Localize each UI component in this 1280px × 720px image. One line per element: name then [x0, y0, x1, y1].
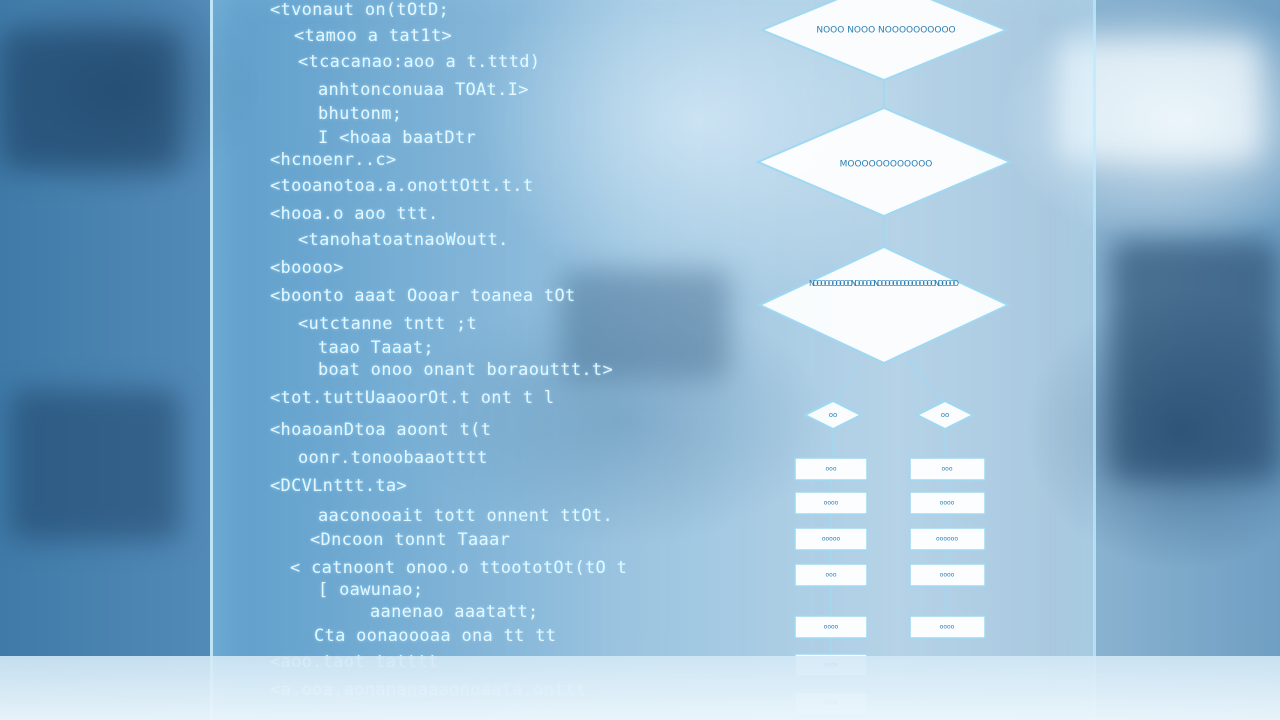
code-line: Cta oonaoooaa ona tt tt	[314, 626, 557, 646]
flowchart-label: oooo	[940, 572, 955, 579]
code-line: < catnoont onoo.o ttoototOt(tO t	[290, 558, 628, 578]
flowchart-label: oo	[829, 411, 838, 419]
code-line: <tamoo a tat1t>	[294, 26, 453, 46]
code-line: <hoaoanDtoa aoont t(t	[270, 420, 492, 440]
flowchart-label: ooooo	[822, 536, 841, 543]
code-line: <tooanotoa.a.onottOtt.t.t	[270, 176, 534, 196]
code-line: aaconooait tott onnent ttOt.	[318, 506, 613, 526]
background-cabinet-dark	[10, 390, 180, 540]
connector-line	[832, 359, 861, 406]
code-line: <boonto aaat Oooar toanea tOt	[270, 286, 576, 306]
background-desk-dark	[1110, 240, 1280, 480]
flowchart-label: oooo	[940, 624, 955, 631]
flowchart-label: ooo	[825, 572, 836, 579]
flowchart-label: ooo	[941, 466, 952, 473]
flowchart-label: oooooo	[936, 536, 958, 543]
flowchart-label: oooo	[824, 624, 839, 631]
decision-diamond-2	[755, 106, 1013, 218]
glass-panel	[210, 0, 1096, 720]
code-line: <tvonaut on(tOtD;	[270, 0, 450, 20]
small-decision-left	[802, 399, 864, 431]
code-line: <hcnoenr..c>	[270, 150, 397, 170]
flowchart-label: ooo	[825, 466, 836, 473]
connector-line	[907, 359, 946, 406]
code-line: anhtonconuaa TOAt.I>	[318, 80, 529, 100]
decision-diamond-3	[757, 245, 1011, 365]
code-line: [ oawunao;	[318, 580, 424, 600]
code-listing: <tvonaut on(tOtD; <tamoo a tat1t> <tcacana…	[262, 0, 682, 720]
process-box-left	[794, 457, 868, 481]
code-line: <tot.tuttUaaoorOt.t ont t l	[270, 388, 555, 408]
code-line: oonr.tonoobaaotttt	[298, 448, 488, 468]
code-line: I <hoaa baatDtr	[318, 128, 477, 148]
code-line: taao Taaat;	[318, 338, 434, 358]
code-line: <tanohatoatnaoWoutt.	[298, 230, 509, 250]
small-decision-right	[914, 399, 976, 431]
background-monitor-dark	[560, 270, 730, 380]
desk-surface	[0, 656, 1280, 720]
process-box-right	[909, 457, 986, 481]
process-box-left	[794, 527, 868, 551]
code-line: aanenao aaatatt;	[370, 602, 539, 622]
code-line: <Dncoon tonnt Taaar	[310, 530, 511, 550]
process-box-right	[909, 563, 986, 587]
process-box-left	[794, 563, 868, 587]
flowchart-label: oo	[941, 411, 950, 419]
code-line: <DCVLnttt.ta>	[270, 476, 407, 496]
process-box-right	[909, 615, 986, 639]
flowchart-label: MOOOOOOOOOOOO	[840, 160, 933, 170]
decision-diamond-1	[759, 0, 1009, 82]
background-shelf-dark	[0, 30, 180, 170]
code-line: <tcacanao:aoo a t.tttd)	[298, 52, 541, 72]
flowchart-label: NOOOOOOOOOO NOOOOO NOOOOOOOOOOOOOOO NOOO…	[809, 279, 959, 288]
code-line: <boooo>	[270, 258, 344, 278]
flowchart-label: oooo	[940, 500, 955, 507]
process-box-left	[794, 615, 868, 639]
process-box-right	[909, 527, 986, 551]
code-line: boat onoo onant boraouttt.t>	[318, 360, 613, 380]
process-box-right	[909, 491, 986, 515]
code-line: bhutonm;	[318, 104, 403, 124]
flowchart-label: NOOO NOOO NOOOOOOOOOO	[816, 26, 955, 36]
code-line: <utctanne tntt ;t	[298, 314, 478, 334]
code-line: <hooa.o aoo ttt.	[270, 204, 439, 224]
process-box-left	[794, 491, 868, 515]
flowchart-label: oooo	[824, 500, 839, 507]
